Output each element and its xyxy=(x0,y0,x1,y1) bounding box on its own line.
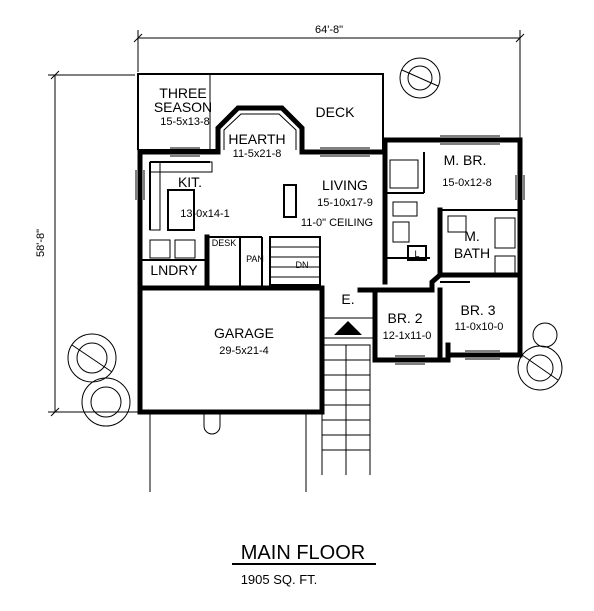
tree-top-right xyxy=(399,57,441,99)
windows xyxy=(135,135,525,365)
width-dimension-line xyxy=(133,30,525,140)
plan-title: MAIN FLOOR xyxy=(241,542,365,564)
overall-width-label: 64'-8" xyxy=(315,24,343,36)
master-bath-label-1: M. xyxy=(464,228,480,244)
desk-label: DESK xyxy=(212,238,237,248)
three-season-label-1: THREE xyxy=(159,85,206,101)
pantry-label: PAN xyxy=(246,254,264,264)
entry-label: E. xyxy=(341,291,354,307)
tree-right xyxy=(517,322,563,391)
linen-label: L xyxy=(414,249,419,259)
living-ceiling-note: 11-0" CEILING xyxy=(301,217,373,229)
overall-depth-label: 58'-8" xyxy=(35,229,47,257)
hearth-size: 11-5x21-8 xyxy=(233,148,282,160)
garage-size: 29-5x21-4 xyxy=(219,345,269,357)
depth-dimension-line xyxy=(48,70,148,417)
exterior-walls xyxy=(137,137,523,415)
tree-left xyxy=(67,333,131,427)
hearth-bay xyxy=(215,105,305,153)
bedroom-3-size: 11-0x10-0 xyxy=(455,321,504,333)
living-size: 15-10x17-9 xyxy=(317,197,373,209)
kitchen-size: 13-0x14-1 xyxy=(180,208,230,220)
three-season-label-2: SEASON xyxy=(154,99,212,115)
driveway xyxy=(149,412,307,492)
living-label: LIVING xyxy=(322,177,368,193)
hearth-label: HEARTH xyxy=(228,131,285,147)
entry-walk xyxy=(321,317,376,475)
stairs-down-label: DN xyxy=(296,260,309,270)
garage-label: GARAGE xyxy=(214,325,274,341)
bedroom-2-size: 12-1x11-0 xyxy=(383,330,432,342)
bedroom-3-label: BR. 3 xyxy=(460,302,495,318)
master-bedroom-label: M. BR. xyxy=(444,152,487,168)
bedroom-2-label: BR. 2 xyxy=(387,310,422,326)
three-season-size: 15-5x13-8 xyxy=(160,116,210,128)
deck-label: DECK xyxy=(316,104,356,120)
interior-walls xyxy=(140,149,523,358)
master-bedroom-size: 15-0x12-8 xyxy=(442,177,492,189)
kitchen-label: KIT. xyxy=(178,174,202,190)
laundry-label: LNDRY xyxy=(150,262,198,278)
master-bath-label-2: BATH xyxy=(454,245,490,261)
plan-area: 1905 SQ. FT. xyxy=(241,572,318,587)
